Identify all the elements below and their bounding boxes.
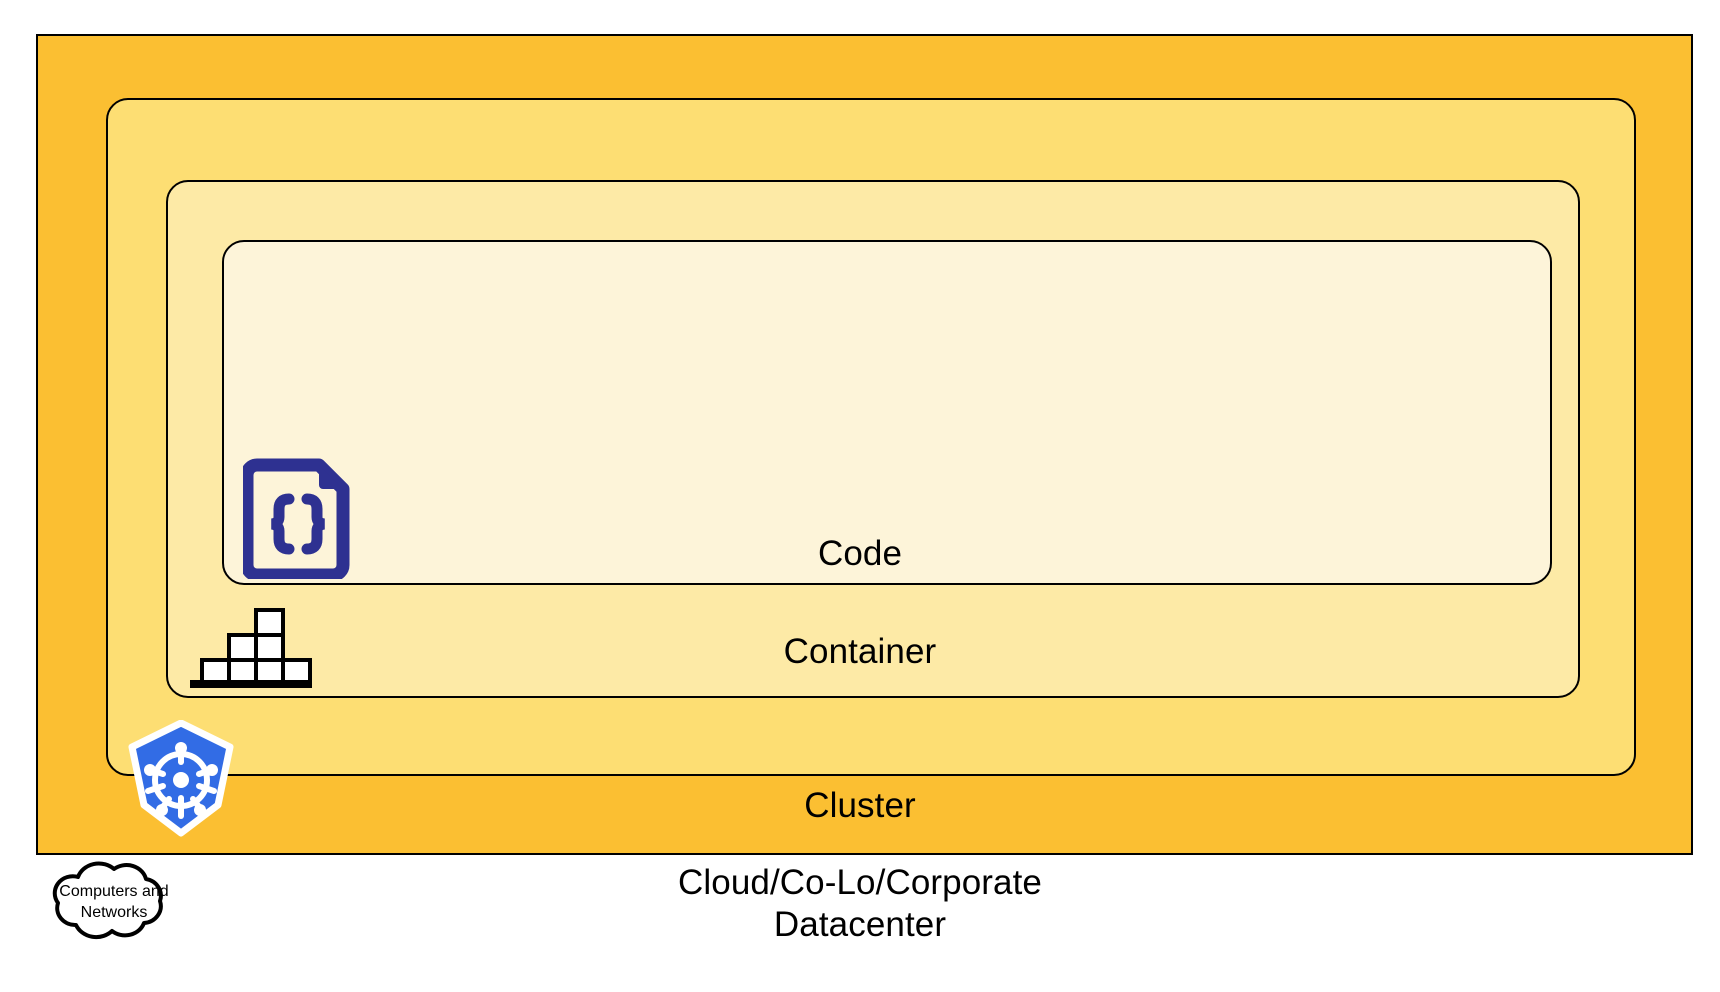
cloud-computers-and-networks[interactable]: Computers and Networks	[34, 853, 194, 953]
container-boxes-icon	[184, 608, 312, 688]
code-file-icon	[240, 455, 353, 582]
layer-label-cluster: Cluster	[804, 786, 916, 825]
kubernetes-icon	[122, 719, 240, 842]
layer-code[interactable]	[222, 240, 1552, 585]
layer-label-container: Container	[783, 632, 937, 671]
layer-label-datacenter: Cloud/Co-Lo/Corporate Datacenter	[678, 863, 1042, 944]
layer-label-code: Code	[817, 534, 903, 573]
